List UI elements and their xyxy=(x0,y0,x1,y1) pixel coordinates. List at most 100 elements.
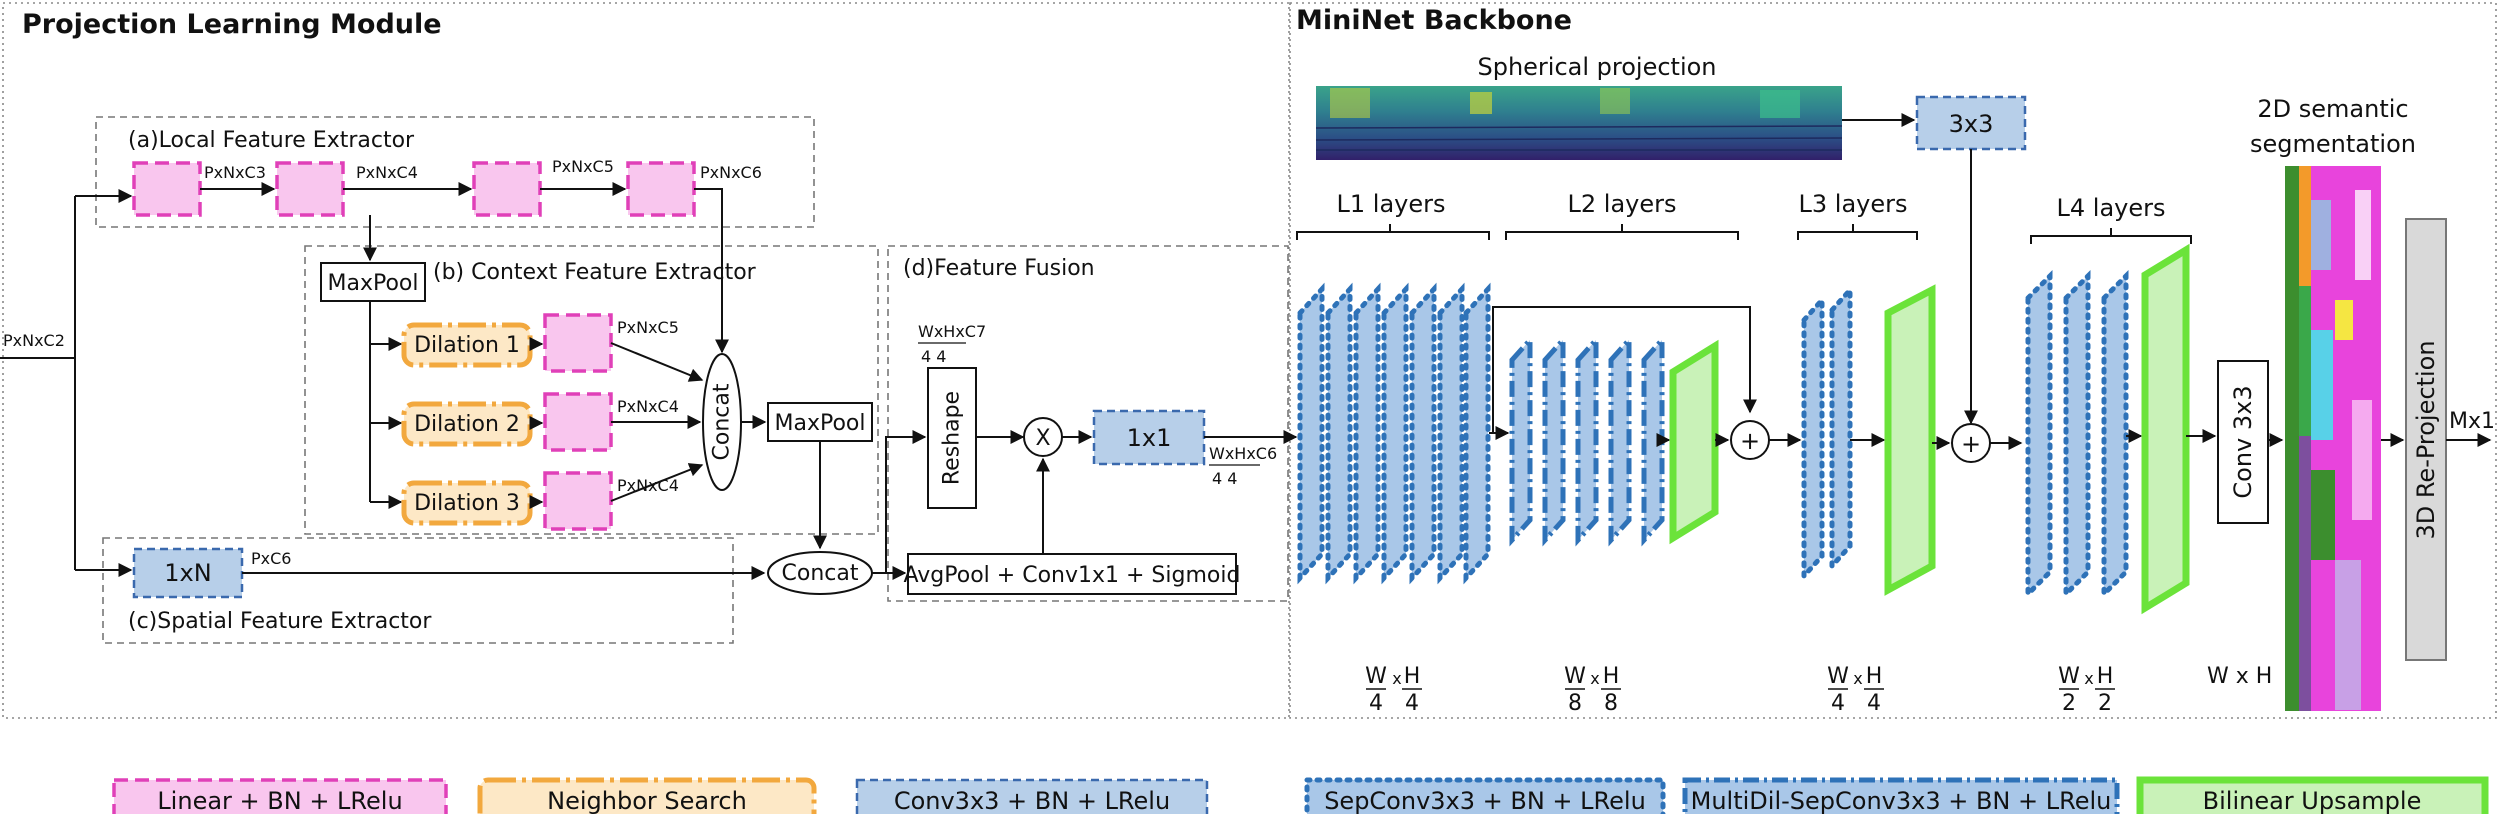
l3-layers-stack xyxy=(1801,283,1853,583)
svg-text:W: W xyxy=(1827,664,1849,689)
spherical-title: Spherical projection xyxy=(1477,53,1716,81)
reshape-dims-top: WxHxC7 xyxy=(918,322,986,341)
svg-text:4: 4 xyxy=(1405,691,1419,716)
svg-text:2: 2 xyxy=(2098,691,2112,716)
reshape-dims-bottom: 4 4 xyxy=(921,347,946,366)
svg-text:W: W xyxy=(1365,664,1387,689)
local-label-c4: PxNxC4 xyxy=(356,163,418,182)
svg-text:H: H xyxy=(1866,664,1883,689)
reshape-block xyxy=(927,367,977,509)
legend-multidil-label: MultiDil-SepConv3x3 + BN + LRelu xyxy=(1691,787,2112,814)
fusion-conv-label: 1x1 xyxy=(1127,424,1172,452)
avgpool-block xyxy=(907,553,1237,595)
l2-brace xyxy=(1505,224,1739,240)
l2-upsample xyxy=(1669,339,1719,545)
fusion-frame xyxy=(887,245,1289,602)
svg-text:4: 4 xyxy=(1867,691,1881,716)
dilation-1-label: Dilation 1 xyxy=(414,333,520,358)
svg-text:x: x xyxy=(1392,669,1401,688)
final-conv-label: Conv 3x3 xyxy=(2229,385,2257,498)
context-linear-2 xyxy=(543,392,613,452)
backbone-conv-3x3-label: 3x3 xyxy=(1949,110,1994,138)
legend-sepconv-swatch xyxy=(1304,777,1666,814)
context-maxpool-label: MaxPool xyxy=(328,271,419,296)
spherical-projection-image xyxy=(1315,86,1843,160)
l2-layers-stack xyxy=(1509,333,1665,547)
legend-upsample-label: Bilinear Upsample xyxy=(2203,787,2422,814)
local-label-c6: PxNxC6 xyxy=(700,163,762,182)
context-maxpool xyxy=(320,262,426,302)
svg-text:H: H xyxy=(1404,664,1421,689)
output-label: Mx1 xyxy=(2449,409,2495,434)
context-linear-3 xyxy=(543,471,613,531)
input-label: PxNxC2 xyxy=(3,331,65,350)
fusion-out-dims-top: WxHxC6 xyxy=(1209,444,1277,463)
l4-title: L4 layers xyxy=(2057,194,2166,222)
local-extractor-title: (a)Local Feature Extractor xyxy=(128,128,415,153)
linear-block-1 xyxy=(132,161,202,217)
l4-upsample xyxy=(2141,243,2190,615)
l4-brace xyxy=(2030,228,2192,244)
legend-multidil-swatch xyxy=(1682,777,2120,814)
svg-text:H: H xyxy=(1603,664,1620,689)
svg-text:4: 4 xyxy=(1831,691,1845,716)
legend-sepconv-label: SepConv3x3 + BN + LRelu xyxy=(1324,787,1646,814)
final-conv xyxy=(2217,360,2269,524)
svg-text:H: H xyxy=(2097,664,2114,689)
legend-linear-label: Linear + BN + LRelu xyxy=(157,787,402,814)
l3-brace xyxy=(1797,224,1918,240)
linear-block-4 xyxy=(626,161,696,217)
legend: Linear + BN + LRelu Neighbor Search Conv… xyxy=(112,776,2489,814)
res-label-l4: W x H 2 2 xyxy=(2058,664,2115,716)
legend-neighbor-swatch xyxy=(477,777,817,814)
dilation-1 xyxy=(401,322,533,368)
reprojection-block xyxy=(2405,218,2447,661)
legend-conv-swatch xyxy=(855,778,1209,814)
svg-text:8: 8 xyxy=(1568,691,1582,716)
svg-text:W: W xyxy=(2058,664,2080,689)
spatial-extractor-frame xyxy=(102,537,734,644)
avgpool-label: AvgPool + Conv1x1 + Sigmoid xyxy=(904,563,1241,588)
legend-linear-swatch xyxy=(112,778,448,814)
final-res-label: W x H xyxy=(2207,664,2272,689)
context-linear-1 xyxy=(543,313,613,373)
spatial-conv-label: 1xN xyxy=(164,559,211,587)
fusion-title: (d)Feature Fusion xyxy=(903,256,1095,281)
dilation-3-label: Dilation 3 xyxy=(414,491,520,516)
seg-title-line1: 2D semantic xyxy=(2257,95,2408,123)
l1-layers-stack xyxy=(1297,282,1491,585)
svg-text:x: x xyxy=(2084,669,2093,688)
backbone-conv-3x3 xyxy=(1915,95,2027,151)
segmentation-image xyxy=(2285,166,2381,711)
svg-text:x: x xyxy=(1590,669,1599,688)
multiply-label: X xyxy=(1035,426,1050,451)
context-extractor-title: (b) Context Feature Extractor xyxy=(433,260,757,285)
l4-layers-stack xyxy=(2025,269,2129,601)
concat-horizontal-label: Concat xyxy=(782,561,859,586)
svg-text:2: 2 xyxy=(2062,691,2076,716)
dilation-2-label: Dilation 2 xyxy=(414,412,520,437)
local-label-c5: PxNxC5 xyxy=(552,157,614,176)
local-extractor-frame xyxy=(95,116,815,228)
context-maxpool-2-label: MaxPool xyxy=(775,411,866,436)
plm-frame xyxy=(2,2,1290,719)
spatial-extractor-title: (c)Spatial Feature Extractor xyxy=(128,609,432,634)
spatial-out-label: PxC6 xyxy=(251,549,291,568)
spatial-conv-1xn xyxy=(132,547,244,599)
seg-title-line2: segmentation xyxy=(2250,130,2416,158)
svg-text:4: 4 xyxy=(1369,691,1383,716)
context-maxpool-2 xyxy=(767,402,873,442)
l2-title: L2 layers xyxy=(1568,190,1677,218)
l3-title: L3 layers xyxy=(1799,190,1908,218)
fusion-out-dims-bottom: 4 4 xyxy=(1212,469,1237,488)
res-label-l3: W x H 4 4 xyxy=(1827,664,1884,716)
legend-upsample-swatch xyxy=(2136,776,2489,814)
concat-vertical-label: Concat xyxy=(710,383,735,460)
add-op-2-label: + xyxy=(1961,430,1981,458)
context-label-c4a: PxNxC4 xyxy=(617,397,679,416)
backbone-title: MiniNet Backbone xyxy=(1296,5,1572,36)
context-label-c5: PxNxC5 xyxy=(617,318,679,337)
dilation-3 xyxy=(401,480,533,526)
res-label-l2: W x H 8 8 xyxy=(1564,664,1621,716)
